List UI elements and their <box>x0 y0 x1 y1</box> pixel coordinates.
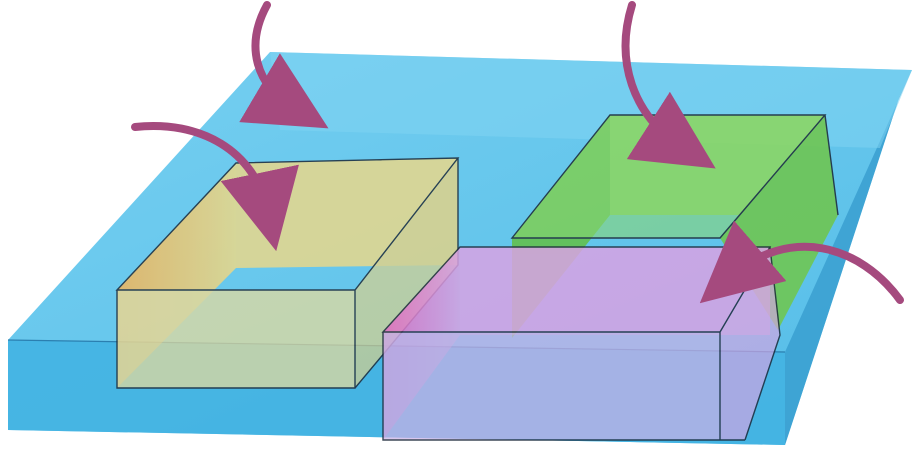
pink-box-front <box>383 332 720 440</box>
arrow-top-right <box>621 1 716 169</box>
green-box-outline <box>510 114 839 239</box>
yellow-box-front <box>117 290 355 388</box>
yellow-box-right-side <box>355 158 458 388</box>
arrows <box>131 1 904 304</box>
pink-box <box>381 246 781 441</box>
pink-box-back <box>460 247 770 335</box>
green-box-top <box>512 115 825 238</box>
arrow-top-left <box>239 1 329 129</box>
arrow-right <box>699 220 904 304</box>
arrow-left <box>131 122 299 252</box>
